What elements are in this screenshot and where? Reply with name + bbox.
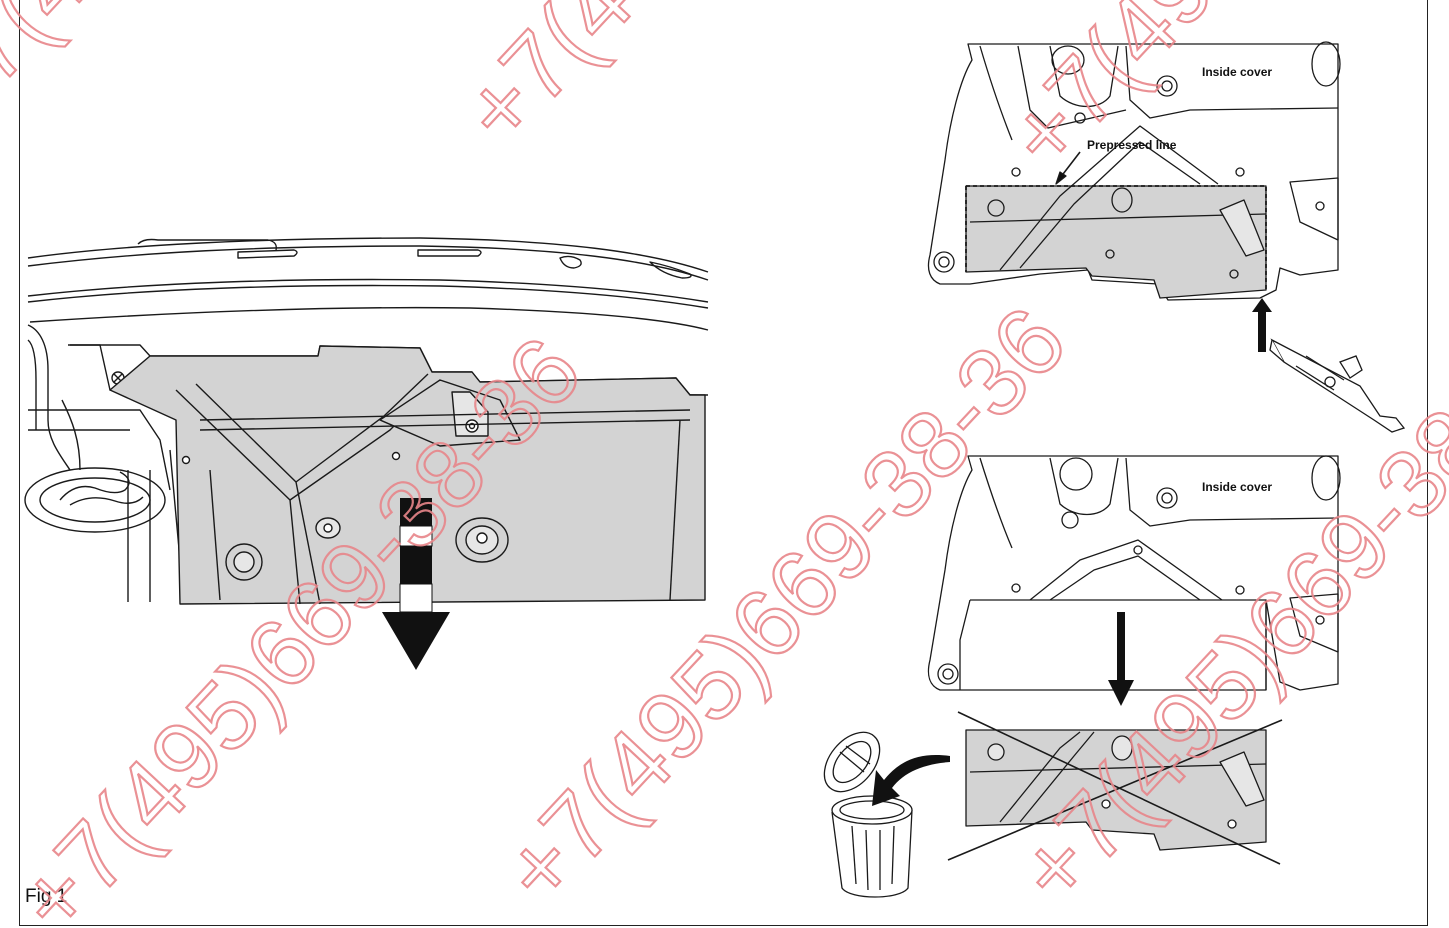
figure-caption: Fig 1 (25, 886, 67, 907)
discard-arrow-icon (872, 755, 950, 806)
inside-cover-label-top: Inside cover (1202, 65, 1272, 79)
lower-cover-panel-left (109, 345, 706, 605)
cutting-tool-icon (1252, 298, 1406, 433)
trash-can-icon (823, 731, 913, 898)
inside-cover-removed-view (927, 455, 1341, 691)
dashboard-underside-view (24, 237, 709, 605)
watermark-text-top-left: +7(495)669-38-36 (0, 0, 501, 144)
down-arrow-icon (1108, 612, 1134, 706)
inside-cover-cut-view (927, 41, 1341, 301)
remove-direction-arrow (382, 498, 450, 670)
removed-piece-crossed (947, 711, 1283, 865)
prepressed-line-label: Prepressed line (1087, 138, 1177, 152)
inside-cover-label-bottom: Inside cover (1202, 480, 1272, 494)
